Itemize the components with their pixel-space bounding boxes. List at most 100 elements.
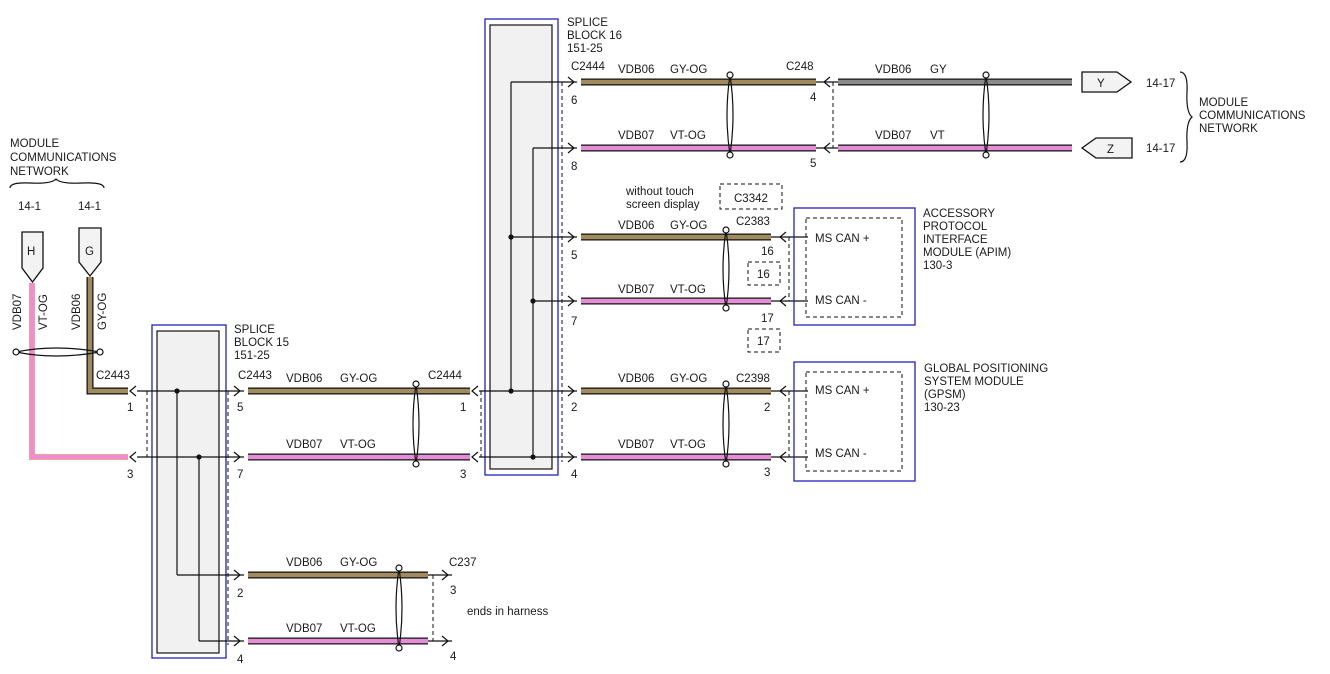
- gpsm-pin-ms-can-minus: MS CAN -: [815, 448, 867, 460]
- apim-name-line2: PROTOCOL: [923, 221, 988, 233]
- c3342-box: [719, 183, 783, 210]
- twisted-pair-marker: [726, 71, 734, 159]
- left-network-label: MODULE COMMUNICATIONS NETWORK 14-1 14-1: [9, 138, 117, 213]
- c2443-left-pin1: 1: [127, 402, 133, 414]
- wire-label-circuit: VDB07: [618, 284, 654, 296]
- sb16-internal-bus: [479, 81, 577, 460]
- right-ref-y: 14-17: [1146, 78, 1175, 90]
- twisted-pair-left: [12, 347, 104, 357]
- c2443-sb-pin7: 7: [237, 469, 243, 481]
- sb15-pin2: 2: [237, 588, 243, 600]
- apim-name-line4: MODULE (APIM): [923, 247, 1011, 259]
- wire-label-circuit: VDB06: [618, 373, 654, 385]
- sb15-internal-bus: [137, 388, 244, 642]
- c237-label: C237: [449, 557, 477, 569]
- c2444-a-label: C2444: [428, 370, 462, 382]
- wire-label-color: VT-OG: [340, 439, 376, 451]
- wire-g-color: GY-OG: [97, 293, 109, 330]
- c3342-note-line1: without touch: [625, 186, 694, 198]
- right-network-line2: COMMUNICATIONS: [1199, 110, 1306, 122]
- c2443-sb-pin5: 5: [237, 402, 243, 414]
- tag-z[interactable]: Z: [1080, 137, 1133, 159]
- c2383-label: C2383: [736, 216, 770, 228]
- gpsm-module[interactable]: [793, 361, 916, 482]
- apim-pin-ms-can-plus: MS CAN +: [815, 233, 870, 245]
- twisted-pair-marker: [412, 380, 420, 468]
- apim-name-line3: INTERFACE: [923, 234, 988, 246]
- c2444-a-pin1: 1: [460, 402, 466, 414]
- splice-block-15[interactable]: [156, 330, 220, 654]
- wire-label-circuit: VDB06: [286, 557, 322, 569]
- c2444-b-pin2: 2: [571, 402, 577, 414]
- c2444-b-pin4: 4: [571, 469, 578, 481]
- c2443-left-label: C2443: [96, 370, 130, 382]
- c237-note: ends in harness: [467, 606, 548, 618]
- wire-label-circuit: VDB06: [618, 64, 654, 76]
- c248-pin4: 4: [810, 92, 817, 104]
- right-ref-z: 14-17: [1146, 143, 1175, 155]
- c2444-b-pin6: 6: [571, 95, 577, 107]
- left-network-line1: MODULE: [10, 138, 60, 150]
- wire-label-circuit: VDB07: [286, 623, 322, 635]
- wire-label-color: GY-OG: [670, 220, 707, 232]
- wire-g-circuit: VDB06: [71, 294, 83, 330]
- sb16-title-line1: SPLICE: [567, 17, 608, 29]
- sb16-title-line2: BLOCK 16: [567, 30, 622, 42]
- sb15-title-line1: SPLICE: [234, 324, 275, 336]
- c3342-note-line2: screen display: [626, 199, 700, 211]
- wire-label-circuit: VDB07: [875, 130, 911, 142]
- left-network-brace: [9, 178, 105, 189]
- tag-g[interactable]: G: [78, 227, 102, 278]
- gpsm-name-line1: GLOBAL POSITIONING: [924, 363, 1048, 375]
- wire-label-color: GY-OG: [670, 373, 707, 385]
- splice-block-16-outline: [484, 18, 559, 476]
- c2443-left-pin3: 3: [127, 469, 133, 481]
- splice-block-15-outline: [151, 324, 227, 659]
- splice-block-16[interactable]: [489, 24, 553, 470]
- wire-label-circuit: VDB06: [618, 220, 654, 232]
- wire-label-color: GY: [930, 64, 947, 76]
- twisted-pair-marker: [722, 226, 730, 312]
- wire-label-circuit: VDB06: [875, 64, 911, 76]
- c2444-b-label: C2444: [571, 61, 605, 73]
- wire-label-color: VT-OG: [340, 623, 376, 635]
- right-network-brace: [1179, 71, 1193, 163]
- c3342-pin17-box: [747, 328, 781, 353]
- c2383-pin17: 17: [761, 313, 774, 325]
- left-ref-h: 14-1: [18, 201, 41, 213]
- tag-y[interactable]: Y: [1081, 71, 1133, 93]
- left-network-line3: NETWORK: [10, 166, 69, 178]
- c2444-b-pin8: 8: [571, 161, 577, 173]
- apim-module[interactable]: [793, 207, 916, 326]
- c2443-left-pin3-chevron: [129, 451, 137, 463]
- wire-label-circuit: VDB07: [286, 439, 322, 451]
- wire-label-circuit: VDB07: [618, 130, 654, 142]
- tag-h-label: H: [27, 246, 35, 258]
- twisted-pair-marker: [982, 71, 990, 159]
- gpsm-ref: 130-23: [924, 402, 960, 414]
- apim-ref: 130-3: [923, 260, 952, 272]
- wire-label-color: VT-OG: [670, 284, 706, 296]
- tag-z-label: Z: [1107, 144, 1114, 156]
- c237-pin3: 3: [450, 585, 456, 597]
- c3342-pin17: 17: [757, 336, 770, 348]
- right-network-line3: NETWORK: [1199, 123, 1258, 135]
- c2443-sb-label: C2443: [238, 370, 272, 382]
- sb15-title-line2: BLOCK 15: [234, 337, 289, 349]
- wire-label-color: VT: [930, 130, 945, 142]
- c2398-pin2: 2: [764, 402, 770, 414]
- c248-pin5: 5: [810, 158, 816, 170]
- tag-h[interactable]: H: [21, 231, 44, 284]
- c3342-pin16: 16: [757, 269, 770, 281]
- c3342-label: C3342: [734, 193, 768, 205]
- c248-label: C248: [786, 61, 814, 73]
- c237-pin4: 4: [450, 651, 457, 663]
- gpsm-name-line2: SYSTEM MODULE: [924, 376, 1024, 388]
- tag-g-label: G: [85, 246, 94, 258]
- c2443-left-pin1-chevron: [129, 385, 137, 397]
- sb15-ref: 151-25: [234, 350, 270, 362]
- c2398-label: C2398: [736, 373, 770, 385]
- c3342-pin16-box: [747, 261, 781, 286]
- gpsm-name-line3: (GPSM): [924, 389, 966, 401]
- wire-label-color: VT-OG: [670, 130, 706, 142]
